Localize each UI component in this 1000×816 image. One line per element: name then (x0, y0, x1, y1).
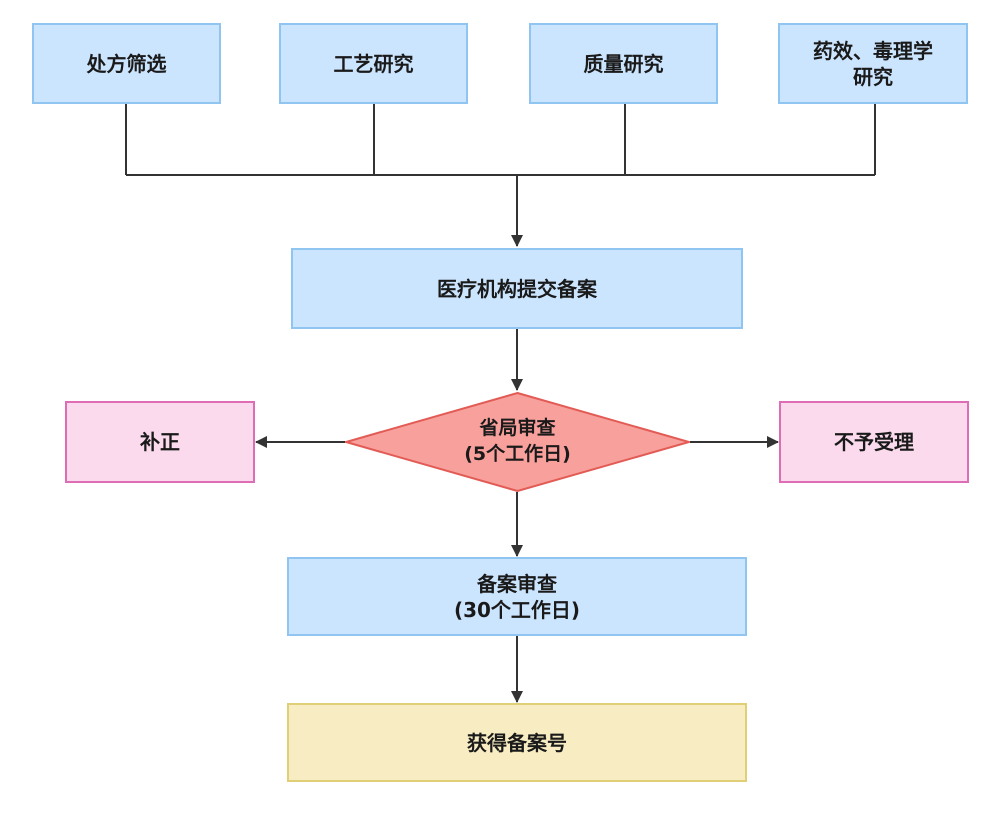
institution-submit-label: 医疗机构提交备案 (437, 276, 597, 301)
not-accepted-box: 不予受理 (779, 401, 969, 483)
prescription-screening-box: 处方筛选 (32, 23, 221, 104)
quality-research-box: 质量研究 (529, 23, 718, 104)
filing-review-label-line2: (30个工作日) (453, 597, 581, 622)
province-review-shape (345, 392, 690, 492)
pharmacology-toxicology-box: 药效、毒理学 研究 (778, 23, 968, 104)
province-review-label-line2: (5个工作日) (464, 443, 571, 465)
prescription-screening-label: 处方筛选 (86, 51, 167, 76)
supplement-label: 补正 (140, 430, 180, 454)
quality-research-label: 质量研究 (583, 51, 664, 76)
institution-submit-box: 医疗机构提交备案 (291, 248, 743, 329)
process-research-label: 工艺研究 (333, 51, 414, 76)
not-accepted-label: 不予受理 (834, 430, 914, 454)
obtain-filing-number-box: 获得备案号 (287, 703, 747, 782)
province-review-label: 省局审查 (5个工作日) (345, 392, 690, 492)
process-research-box: 工艺研究 (279, 23, 468, 104)
filing-review-label-line1: 备案审查 (477, 571, 557, 596)
filing-review-box: 备案审查 (30个工作日) (287, 557, 747, 636)
province-review-diamond (345, 392, 690, 492)
obtain-filing-number-label: 获得备案号 (467, 730, 567, 755)
pharmacology-label-line2: 研究 (853, 64, 893, 89)
pharmacology-label-line1: 药效、毒理学 (813, 38, 933, 63)
supplement-box: 补正 (65, 401, 255, 483)
province-review-label-line1: 省局审查 (479, 417, 556, 440)
